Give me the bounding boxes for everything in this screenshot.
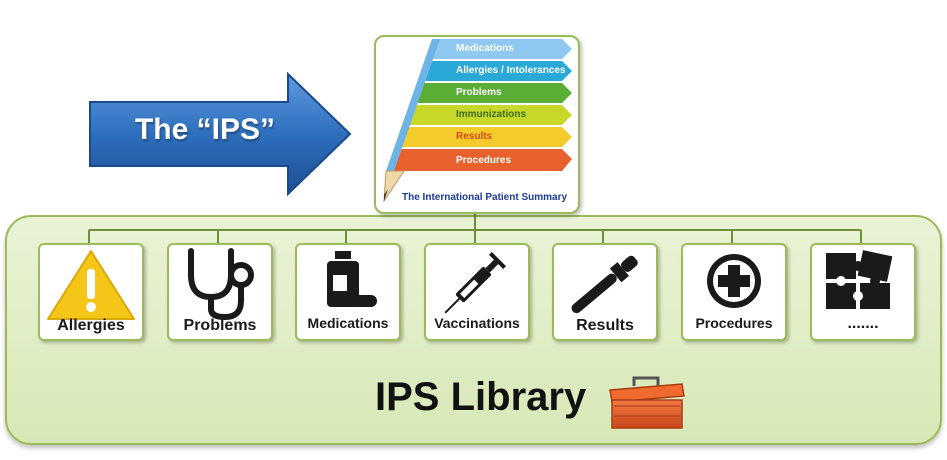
section-medications: Medications (456, 43, 514, 54)
toolbox-icon (609, 376, 685, 429)
item-label-results: Results (576, 317, 634, 334)
section-results: Results (456, 131, 493, 142)
stethoscope-icon (188, 248, 254, 321)
section-immunizations: Immunizations (456, 109, 527, 120)
item-label-allergies: Allergies (57, 317, 125, 334)
syringe-icon (444, 252, 506, 314)
pencil-graphic (383, 39, 572, 203)
library-item-medications: Medications (295, 243, 401, 341)
item-label-vaccinations: Vaccinations (434, 315, 520, 331)
library-item-problems: Problems (167, 243, 273, 341)
library-item-procedures: Procedures (681, 243, 787, 341)
library-item-more: ....... (810, 243, 916, 341)
item-label-medications: Medications (307, 315, 389, 331)
puzzle-icon (826, 250, 893, 309)
medical-cross-icon (707, 254, 761, 308)
library-item-vaccinations: Vaccinations (424, 243, 530, 341)
ips-summary-card: Medications Allergies / Intolerances Pro… (374, 35, 580, 214)
section-allergies-intolerances: Allergies / Intolerances (456, 65, 566, 76)
section-problems: Problems (456, 87, 502, 98)
ips-arrow (89, 72, 352, 196)
card-caption: The International Patient Summary (402, 192, 568, 203)
library-title: IPS Library (375, 375, 587, 419)
library-item-results: Results (552, 243, 658, 341)
item-label-problems: Problems (183, 317, 257, 334)
warning-icon (47, 250, 135, 320)
section-procedures: Procedures (456, 155, 512, 166)
library-item-allergies: Allergies (38, 243, 144, 341)
item-label-procedures: Procedures (695, 315, 773, 331)
pipette-icon (571, 255, 638, 314)
item-label-more: ....... (847, 315, 879, 332)
pill-bottle-icon (327, 251, 377, 307)
arrow-label: The “IPS” (134, 113, 276, 146)
